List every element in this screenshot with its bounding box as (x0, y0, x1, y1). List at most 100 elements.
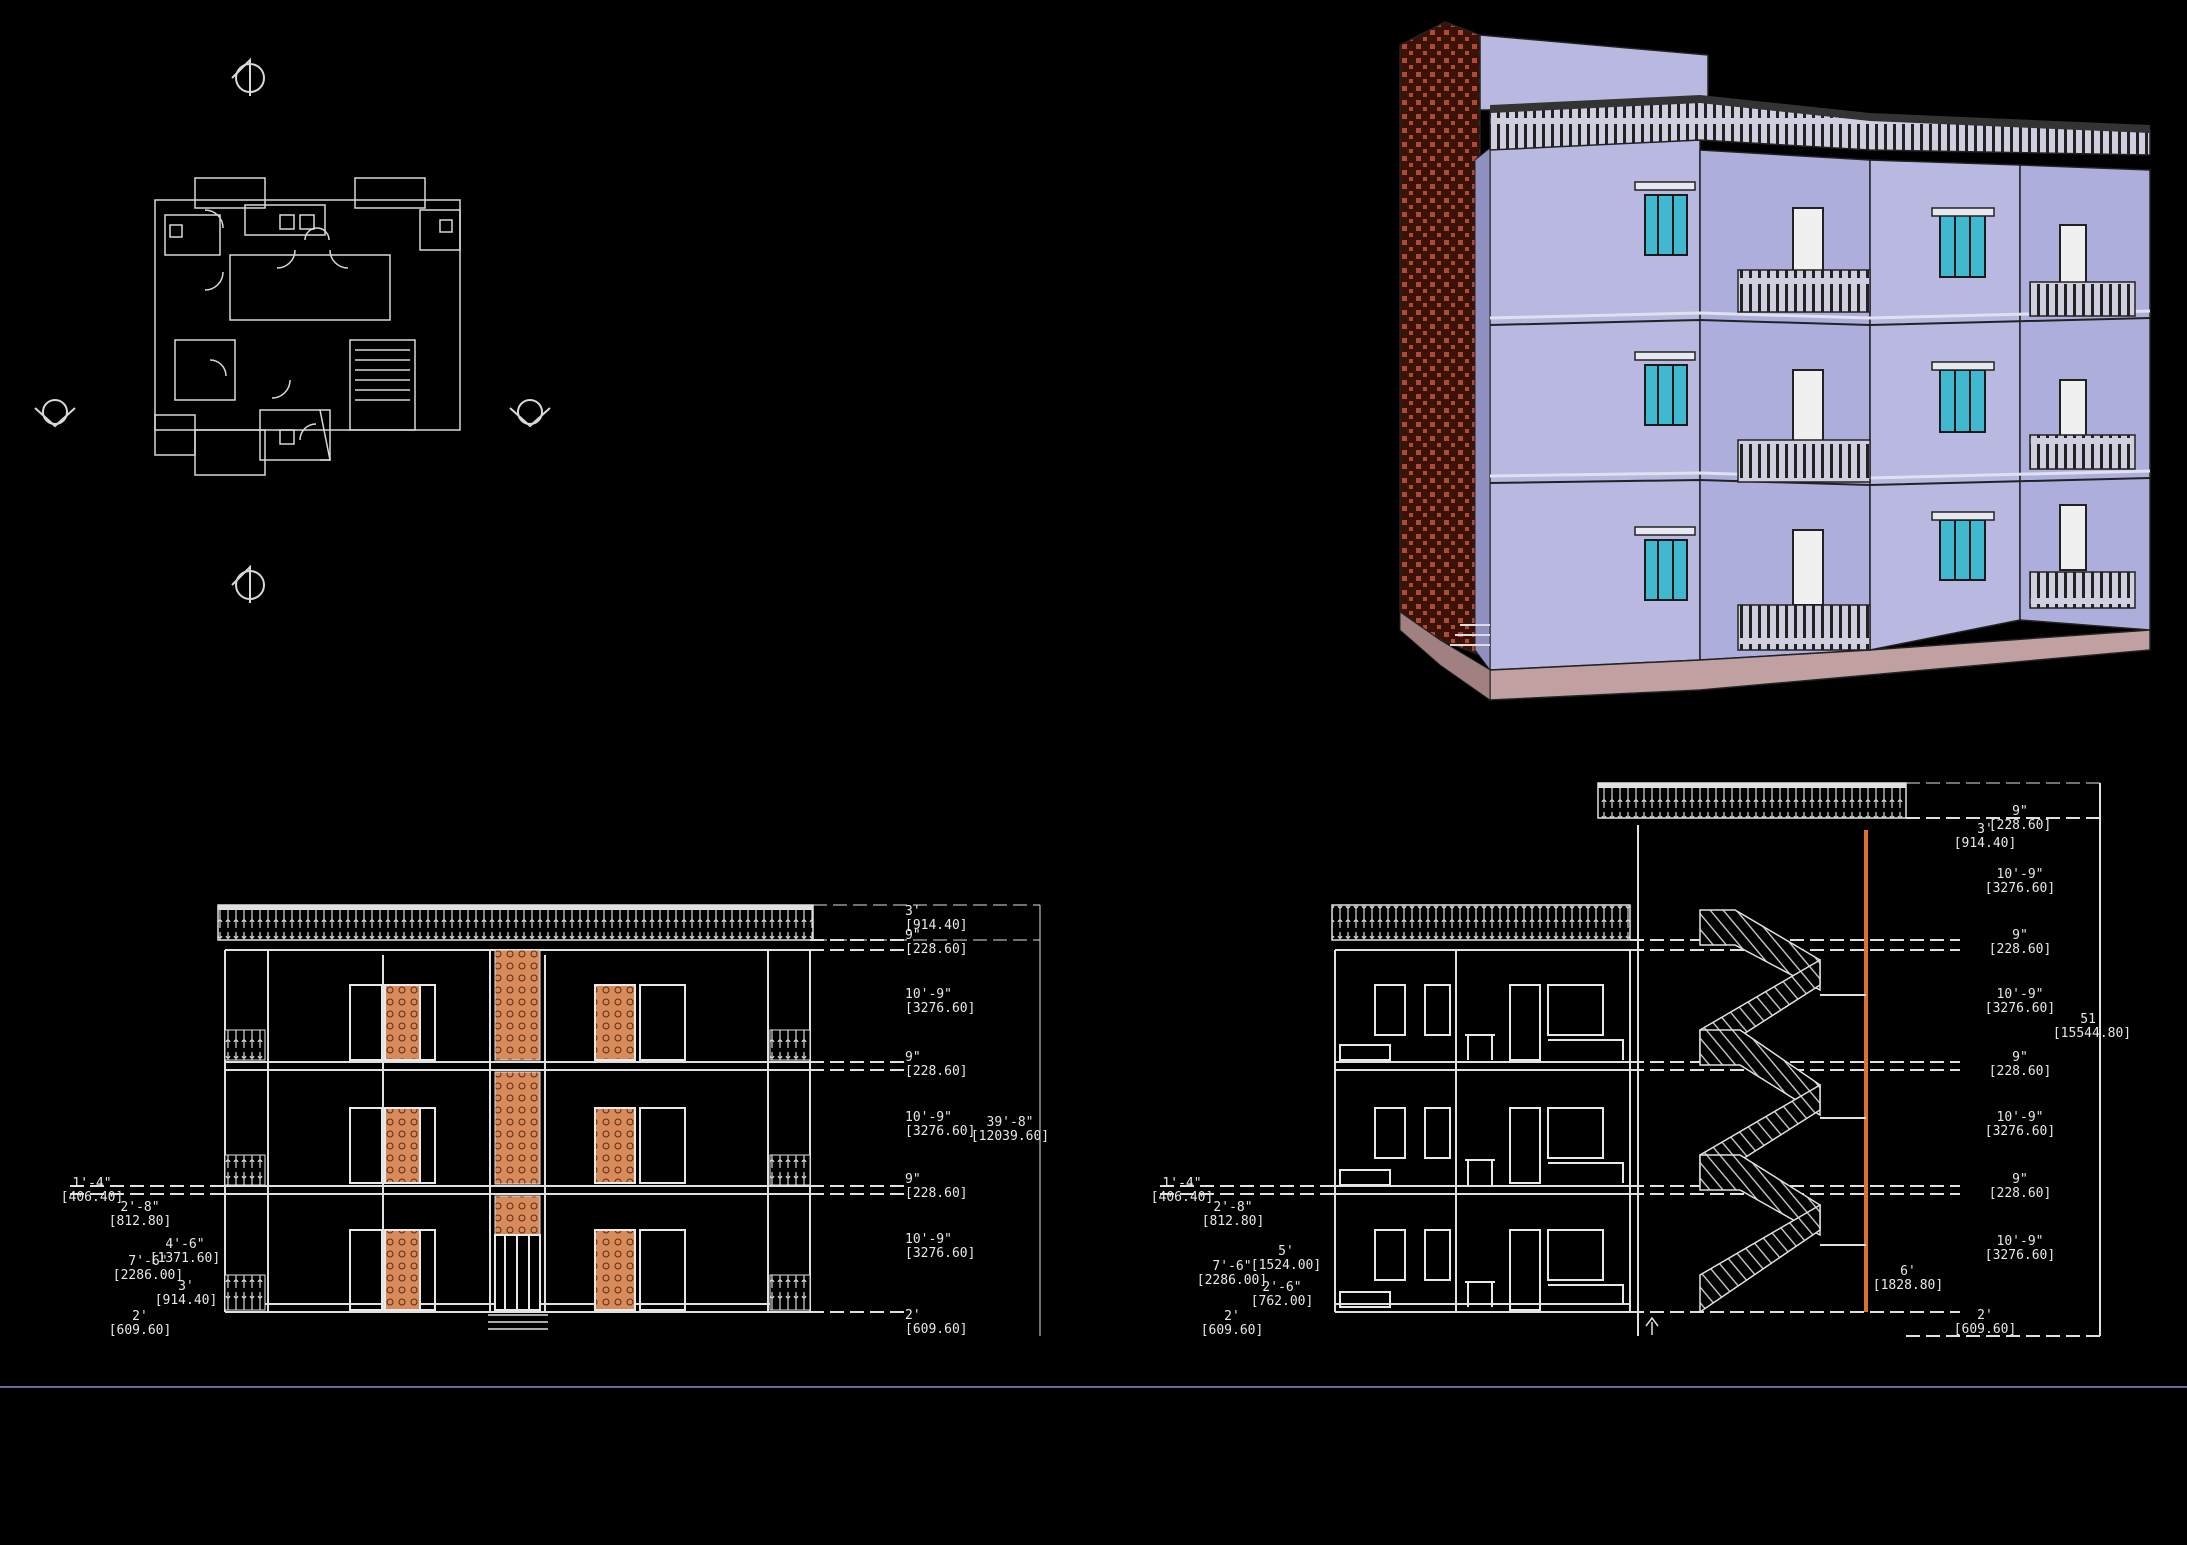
dimension-feet: 9" (905, 928, 921, 943)
dimension-mm: [3276.60] (905, 1124, 975, 1139)
dimension-mm: [3276.60] (905, 1246, 975, 1261)
dimension-feet: 9" (2012, 928, 2028, 943)
dimension-feet: 9" (905, 1050, 921, 1065)
front-elevation-dim-right: 9"[228.60] (905, 1172, 968, 1201)
front-elevation-dim-left: 3'[914.40] (155, 1279, 218, 1308)
dimension-feet: 39'-8" (987, 1115, 1034, 1130)
section-dim-right: 9"[228.60] (1989, 928, 2052, 957)
dimension-feet: 10'-9" (905, 1110, 952, 1125)
front-elevation-dim-left: 2'[609.60] (109, 1309, 172, 1338)
dimension-feet: 7'-6" (1212, 1259, 1251, 1274)
dimension-feet: 10'-9" (905, 1232, 952, 1247)
dimension-feet: 3' (178, 1279, 194, 1294)
dimension-mm: [2286.00] (113, 1268, 183, 1283)
section-dim-left: 5'[1524.00] (1251, 1244, 1321, 1273)
dimension-mm: [609.60] (1954, 1322, 2017, 1337)
dimension-mm: [228.60] (905, 942, 968, 957)
dimension-mm: [12039.60] (971, 1129, 1049, 1144)
dimension-mm: [406.40] (1151, 1190, 1214, 1205)
dimension-mm: [15544.80] (2053, 1026, 2131, 1041)
view-marker-east (509, 399, 551, 428)
dimension-mm: [914.40] (905, 918, 968, 933)
dimension-feet: 2' (132, 1309, 148, 1324)
section-dim-total: 51'[15544.80] (2053, 1012, 2131, 1041)
front-elevation-dim-right: 9"[228.60] (905, 1050, 968, 1079)
section-dim-right: 3'[914.40] (1954, 822, 2017, 851)
dimension-mm: [2286.00] (1197, 1273, 1267, 1288)
dimension-feet: 1'-4" (1162, 1176, 1201, 1191)
front-elevation-dim-right: 10'-9"[3276.60] (905, 987, 975, 1016)
section-dim-left: 1'-4"[406.40] (1151, 1176, 1214, 1205)
dimension-mm: [228.60] (1989, 818, 2052, 833)
dimension-mm: [812.80] (1202, 1214, 1265, 1229)
dimension-feet: 10'-9" (905, 987, 952, 1002)
front-elevation-dim-right: 3'[914.40] (905, 904, 968, 933)
dimension-feet: 9" (2012, 804, 2028, 819)
dimension-mm: [609.60] (109, 1323, 172, 1338)
front-elevation (70, 904, 1041, 1336)
dimension-feet: 2' (1977, 1308, 1993, 1323)
section-dim-left: 2'-8"[812.80] (1202, 1200, 1265, 1229)
dimension-mm: [812.80] (109, 1214, 172, 1229)
dimension-feet: 5' (1278, 1244, 1294, 1259)
front-elevation-dim-left: 2'-8"[812.80] (109, 1200, 172, 1229)
dimension-feet: 4'-6" (165, 1237, 204, 1252)
dimension-mm: [228.60] (1989, 1186, 2052, 1201)
dimension-mm: [228.60] (905, 1186, 968, 1201)
floor-plan-thumbnail (154, 177, 461, 476)
dimension-mm: [1371.60] (150, 1251, 220, 1266)
dimension-feet: 1'-4" (72, 1176, 111, 1191)
dimension-mm: [228.60] (905, 1064, 968, 1079)
dimension-feet: 9" (905, 1172, 921, 1187)
dimension-mm: [609.60] (1201, 1323, 1264, 1338)
dimension-mm: [3276.60] (1985, 881, 2055, 896)
front-elevation-dim-left: 7'-6"[2286.00] (113, 1254, 183, 1283)
front-elevation-dim-total: 39'-8"[12039.60] (971, 1115, 1049, 1144)
dimension-feet: 2' (905, 1308, 921, 1323)
front-elevation-dim-right: 9"[228.60] (905, 928, 968, 957)
front-elevation-dim-left: 1'-4"[406.40] (61, 1176, 124, 1205)
front-elevation-dim-left: 4'-6"[1371.60] (150, 1237, 220, 1266)
dimension-mm: [406.40] (61, 1190, 124, 1205)
dimension-mm: [228.60] (1989, 1064, 2052, 1079)
dimension-mm: [3276.60] (1985, 1248, 2055, 1263)
dimension-mm: [228.60] (1989, 942, 2052, 957)
front-elevation-dim-right: 10'-9"[3276.60] (905, 1110, 975, 1139)
dimension-feet: 9" (2012, 1172, 2028, 1187)
section-dim-right: 2'[609.60] (1954, 1308, 2017, 1337)
dimension-mm: [1524.00] (1251, 1258, 1321, 1273)
dimension-mm: [609.60] (905, 1322, 968, 1337)
sheet-frame-line (0, 1386, 2187, 1388)
section-dim-left: 7'-6"[2286.00] (1197, 1259, 1267, 1288)
dimension-mm: [3276.60] (905, 1001, 975, 1016)
dimension-mm: [3276.60] (1985, 1001, 2055, 1016)
dimension-feet: 2'-6" (1262, 1280, 1301, 1295)
floor-openings (349, 984, 686, 1311)
dimension-feet: 2' (1224, 1309, 1240, 1324)
section-dim-right: 10'-9"[3276.60] (1985, 867, 2055, 896)
dimension-feet: 6' (1900, 1264, 1916, 1279)
dimension-feet: 10'-9" (1997, 1110, 2044, 1125)
section-dim-left: 2'[609.60] (1201, 1309, 1264, 1338)
building-3d-view (1399, 21, 2151, 701)
view-marker-north (231, 57, 265, 96)
dimension-mm: [3276.60] (1985, 1124, 2055, 1139)
dimension-feet: 3' (1977, 822, 1993, 837)
section-dim-right: 6'[1828.80] (1873, 1264, 1943, 1293)
section-dim-left: 2'-6"[762.00] (1251, 1280, 1314, 1309)
dimension-mm: [1828.80] (1873, 1278, 1943, 1293)
building-section (1160, 782, 2101, 1337)
view-marker-south (231, 564, 265, 603)
view-marker-west (34, 399, 76, 428)
section-dim-right: 10'-9"[3276.60] (1985, 987, 2055, 1016)
dimension-mm: [762.00] (1251, 1294, 1314, 1309)
section-dim-right: 10'-9"[3276.60] (1985, 1234, 2055, 1263)
dimension-feet: 7'-6" (128, 1254, 167, 1269)
section-dim-right: 9"[228.60] (1989, 1050, 2052, 1079)
dimension-feet: 2'-8" (120, 1200, 159, 1215)
dimension-feet: 3' (905, 904, 921, 919)
front-elevation-dim-right: 10'-9"[3276.60] (905, 1232, 975, 1261)
dimension-feet: 10'-9" (1997, 987, 2044, 1002)
